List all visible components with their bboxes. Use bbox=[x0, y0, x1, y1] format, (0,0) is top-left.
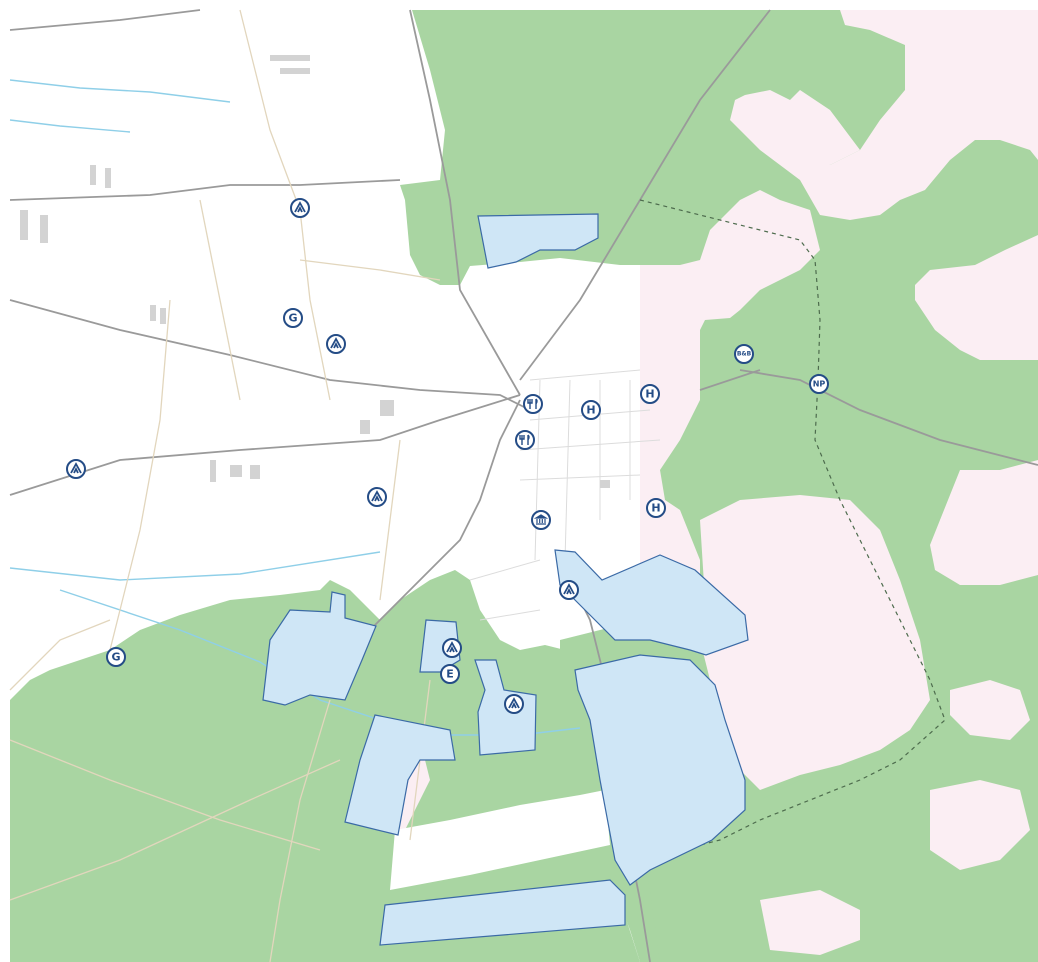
marker-circle bbox=[809, 374, 829, 394]
heath-patch-5 bbox=[930, 780, 1030, 870]
marker-golf-north[interactable]: G bbox=[283, 308, 303, 328]
marker-label: NP bbox=[813, 380, 826, 389]
marker-hotel-1[interactable]: H bbox=[581, 400, 601, 420]
roads bbox=[9, 9, 1038, 962]
heath-patch-2 bbox=[700, 495, 930, 790]
marker-camp-center[interactable] bbox=[367, 487, 387, 507]
marker-e-station[interactable]: E bbox=[440, 664, 460, 684]
marker-golf-southwest[interactable]: G bbox=[106, 647, 126, 667]
holiday-area-west bbox=[262, 591, 377, 706]
stream-1 bbox=[9, 79, 231, 103]
marker-label: G bbox=[111, 651, 120, 664]
marker-circle bbox=[640, 384, 660, 404]
tracks bbox=[9, 9, 441, 962]
park-boundary bbox=[639, 199, 946, 861]
marker-hotel-3[interactable]: H bbox=[646, 498, 666, 518]
forest-southeast-lower bbox=[640, 660, 1038, 962]
marker-restaurant-1[interactable] bbox=[523, 394, 543, 414]
holiday-areas bbox=[262, 213, 749, 946]
marker-national-park[interactable]: NP bbox=[809, 374, 829, 394]
marker-label: H bbox=[645, 388, 654, 401]
holiday-area-south-west bbox=[344, 714, 456, 836]
stream-2 bbox=[9, 119, 131, 133]
heath-patch-3 bbox=[940, 460, 1038, 580]
marker-camp-west[interactable] bbox=[66, 459, 86, 479]
marker-museum[interactable] bbox=[531, 510, 551, 530]
field-south bbox=[390, 790, 610, 890]
tent-icon bbox=[446, 641, 458, 653]
holiday-area-east-upper bbox=[554, 549, 749, 656]
marker-camp-mid[interactable] bbox=[326, 334, 346, 354]
marker-camp-south-1[interactable] bbox=[442, 638, 462, 658]
heath-patch-4 bbox=[950, 680, 1030, 740]
stream-3 bbox=[9, 551, 381, 581]
holiday-area-east-lower bbox=[574, 654, 746, 886]
marker-bnb[interactable]: B&B bbox=[734, 344, 754, 364]
heath-patch-6 bbox=[760, 890, 860, 955]
marker-label: H bbox=[651, 502, 660, 515]
marker-circle bbox=[531, 510, 551, 530]
marker-circle bbox=[581, 400, 601, 420]
tent-icon bbox=[371, 490, 383, 502]
holiday-area-south bbox=[379, 879, 626, 946]
marker-circle bbox=[440, 664, 460, 684]
marker-circle bbox=[283, 308, 303, 328]
marker-circle bbox=[646, 498, 666, 518]
marker-label: H bbox=[586, 404, 595, 417]
marker-circle bbox=[734, 344, 754, 364]
tent-icon bbox=[294, 201, 306, 213]
markers-layer: G G H H H B&B NP E bbox=[66, 198, 829, 714]
tent-icon bbox=[70, 462, 82, 474]
marker-circle bbox=[515, 430, 535, 450]
tent-icon bbox=[330, 337, 342, 349]
marker-camp-south-2[interactable] bbox=[504, 694, 524, 714]
cutlery-icon bbox=[519, 434, 530, 445]
marker-label: B&B bbox=[737, 351, 752, 358]
marker-camp-southeast[interactable] bbox=[559, 580, 579, 600]
marker-circle bbox=[523, 394, 543, 414]
holiday-area-north bbox=[477, 213, 599, 269]
marker-label: G bbox=[288, 312, 297, 325]
marker-label: E bbox=[446, 668, 454, 681]
buildings bbox=[20, 55, 610, 488]
marker-restaurant-2[interactable] bbox=[515, 430, 535, 450]
cutlery-icon bbox=[527, 398, 538, 409]
marker-hotel-2[interactable]: H bbox=[640, 384, 660, 404]
museum-icon bbox=[533, 514, 549, 525]
marker-circle bbox=[106, 647, 126, 667]
marker-camp-north[interactable] bbox=[290, 198, 310, 218]
heath-patch-1 bbox=[745, 90, 860, 165]
tent-icon bbox=[508, 697, 520, 709]
tent-icon bbox=[563, 583, 575, 595]
